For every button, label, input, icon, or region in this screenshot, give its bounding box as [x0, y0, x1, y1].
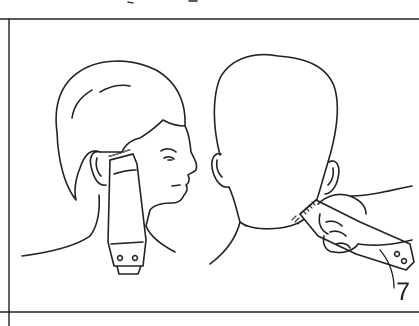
hair-clipper-icon — [108, 150, 146, 274]
step-number: 7 — [396, 280, 410, 305]
top-stub-1 — [128, 2, 133, 3]
hand-holding-clipper-icon — [300, 186, 414, 288]
